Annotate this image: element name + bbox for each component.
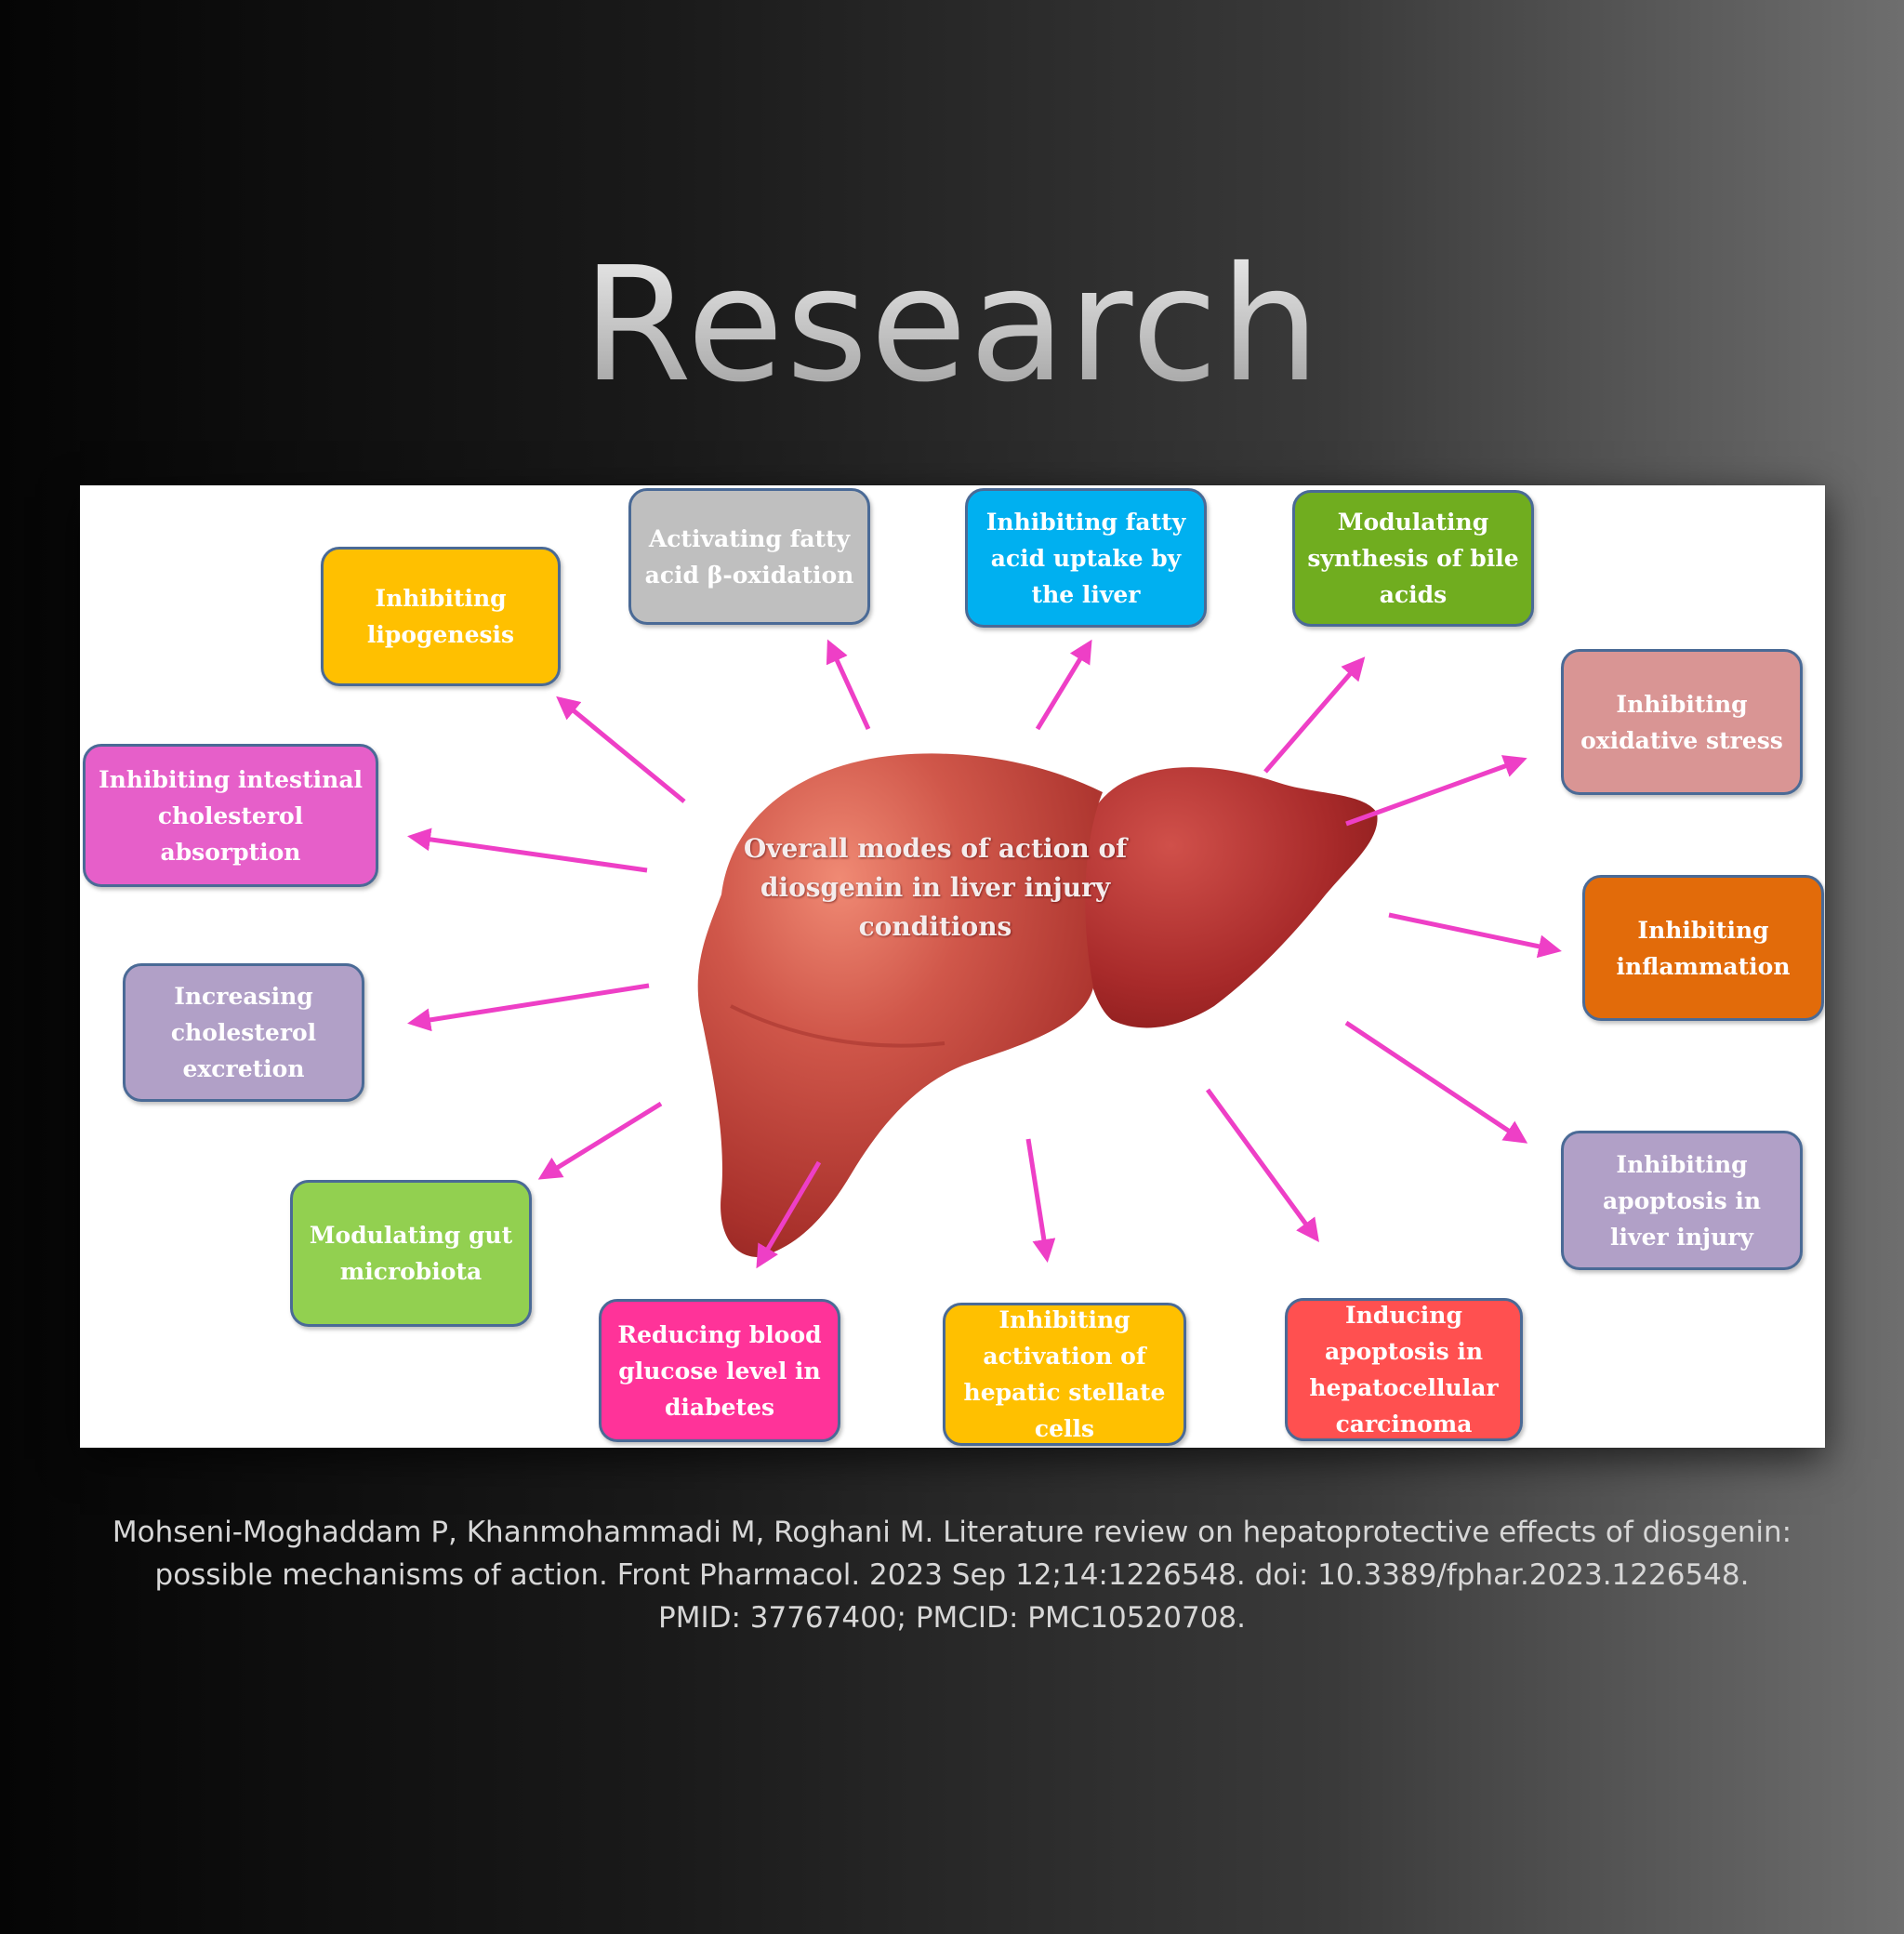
page-title: Research (0, 232, 1904, 418)
arrow-to-bile-acids (1263, 656, 1366, 774)
arrow-to-lipogenesis (556, 695, 686, 803)
node-inhibiting-oxidative-stress: Inhibiting oxidative stress (1561, 649, 1803, 795)
center-label: Overall modes of action of diosgenin in … (743, 833, 1128, 942)
arrow-to-gut-microbiota (537, 1101, 663, 1180)
arrow-to-cholesterol-absorption (407, 828, 648, 873)
arrow-to-fatty-acid-oxidation (826, 639, 871, 731)
node-inhibiting-cholesterol-absorption: Inhibiting intestinal cholesterol absorp… (83, 744, 378, 887)
node-reducing-blood-glucose: Reducing blood glucose level in diabetes (599, 1299, 840, 1442)
liver-right-lobe (1082, 767, 1378, 1028)
node-inhibiting-lipogenesis: Inhibiting lipogenesis (321, 547, 561, 686)
node-inducing-apoptosis-hcc: Inducing apoptosis in hepatocellular car… (1285, 1298, 1523, 1441)
arrow-to-stellate-cells (1025, 1138, 1056, 1263)
node-modulating-bile-acids: Modulating synthesis of bile acids (1292, 490, 1534, 627)
arrow-to-apoptosis-liver-injury (1344, 1020, 1528, 1144)
arrow-to-inflammation (1388, 912, 1562, 959)
arrows (407, 639, 1562, 1269)
arrow-to-apoptosis-hcc (1205, 1088, 1319, 1243)
node-activating-fatty-acid-oxidation: Activating fatty acid β-oxidation (628, 488, 870, 625)
arrow-to-blood-glucose (756, 1160, 822, 1269)
arrow-to-fatty-acid-uptake (1035, 639, 1092, 731)
node-inhibiting-apoptosis-liver-injury: Inhibiting apoptosis in liver injury (1561, 1131, 1803, 1270)
arrow-to-oxidative-stress (1345, 755, 1527, 827)
node-increasing-cholesterol-excretion: Increasing cholesterol excretion (123, 963, 364, 1102)
arrow-to-cholesterol-excretion (407, 983, 650, 1032)
diagram-canvas (407, 639, 1562, 1269)
citation: Mohseni-Moghaddam P, Khanmohammadi M, Ro… (112, 1516, 1792, 1635)
node-inhibiting-inflammation: Inhibiting inflammation (1582, 875, 1824, 1021)
node-modulating-gut-microbiota: Modulating gut microbiota (290, 1180, 532, 1327)
liver-illustration (697, 753, 1378, 1257)
liver-left-lobe (697, 753, 1103, 1257)
node-inhibiting-stellate-cells: Inhibiting activation of hepatic stellat… (943, 1303, 1186, 1446)
node-inhibiting-fatty-acid-uptake: Inhibiting fatty acid uptake by the live… (965, 488, 1207, 628)
diagram-figure: Overall modes of action of diosgenin in … (80, 485, 1825, 1448)
